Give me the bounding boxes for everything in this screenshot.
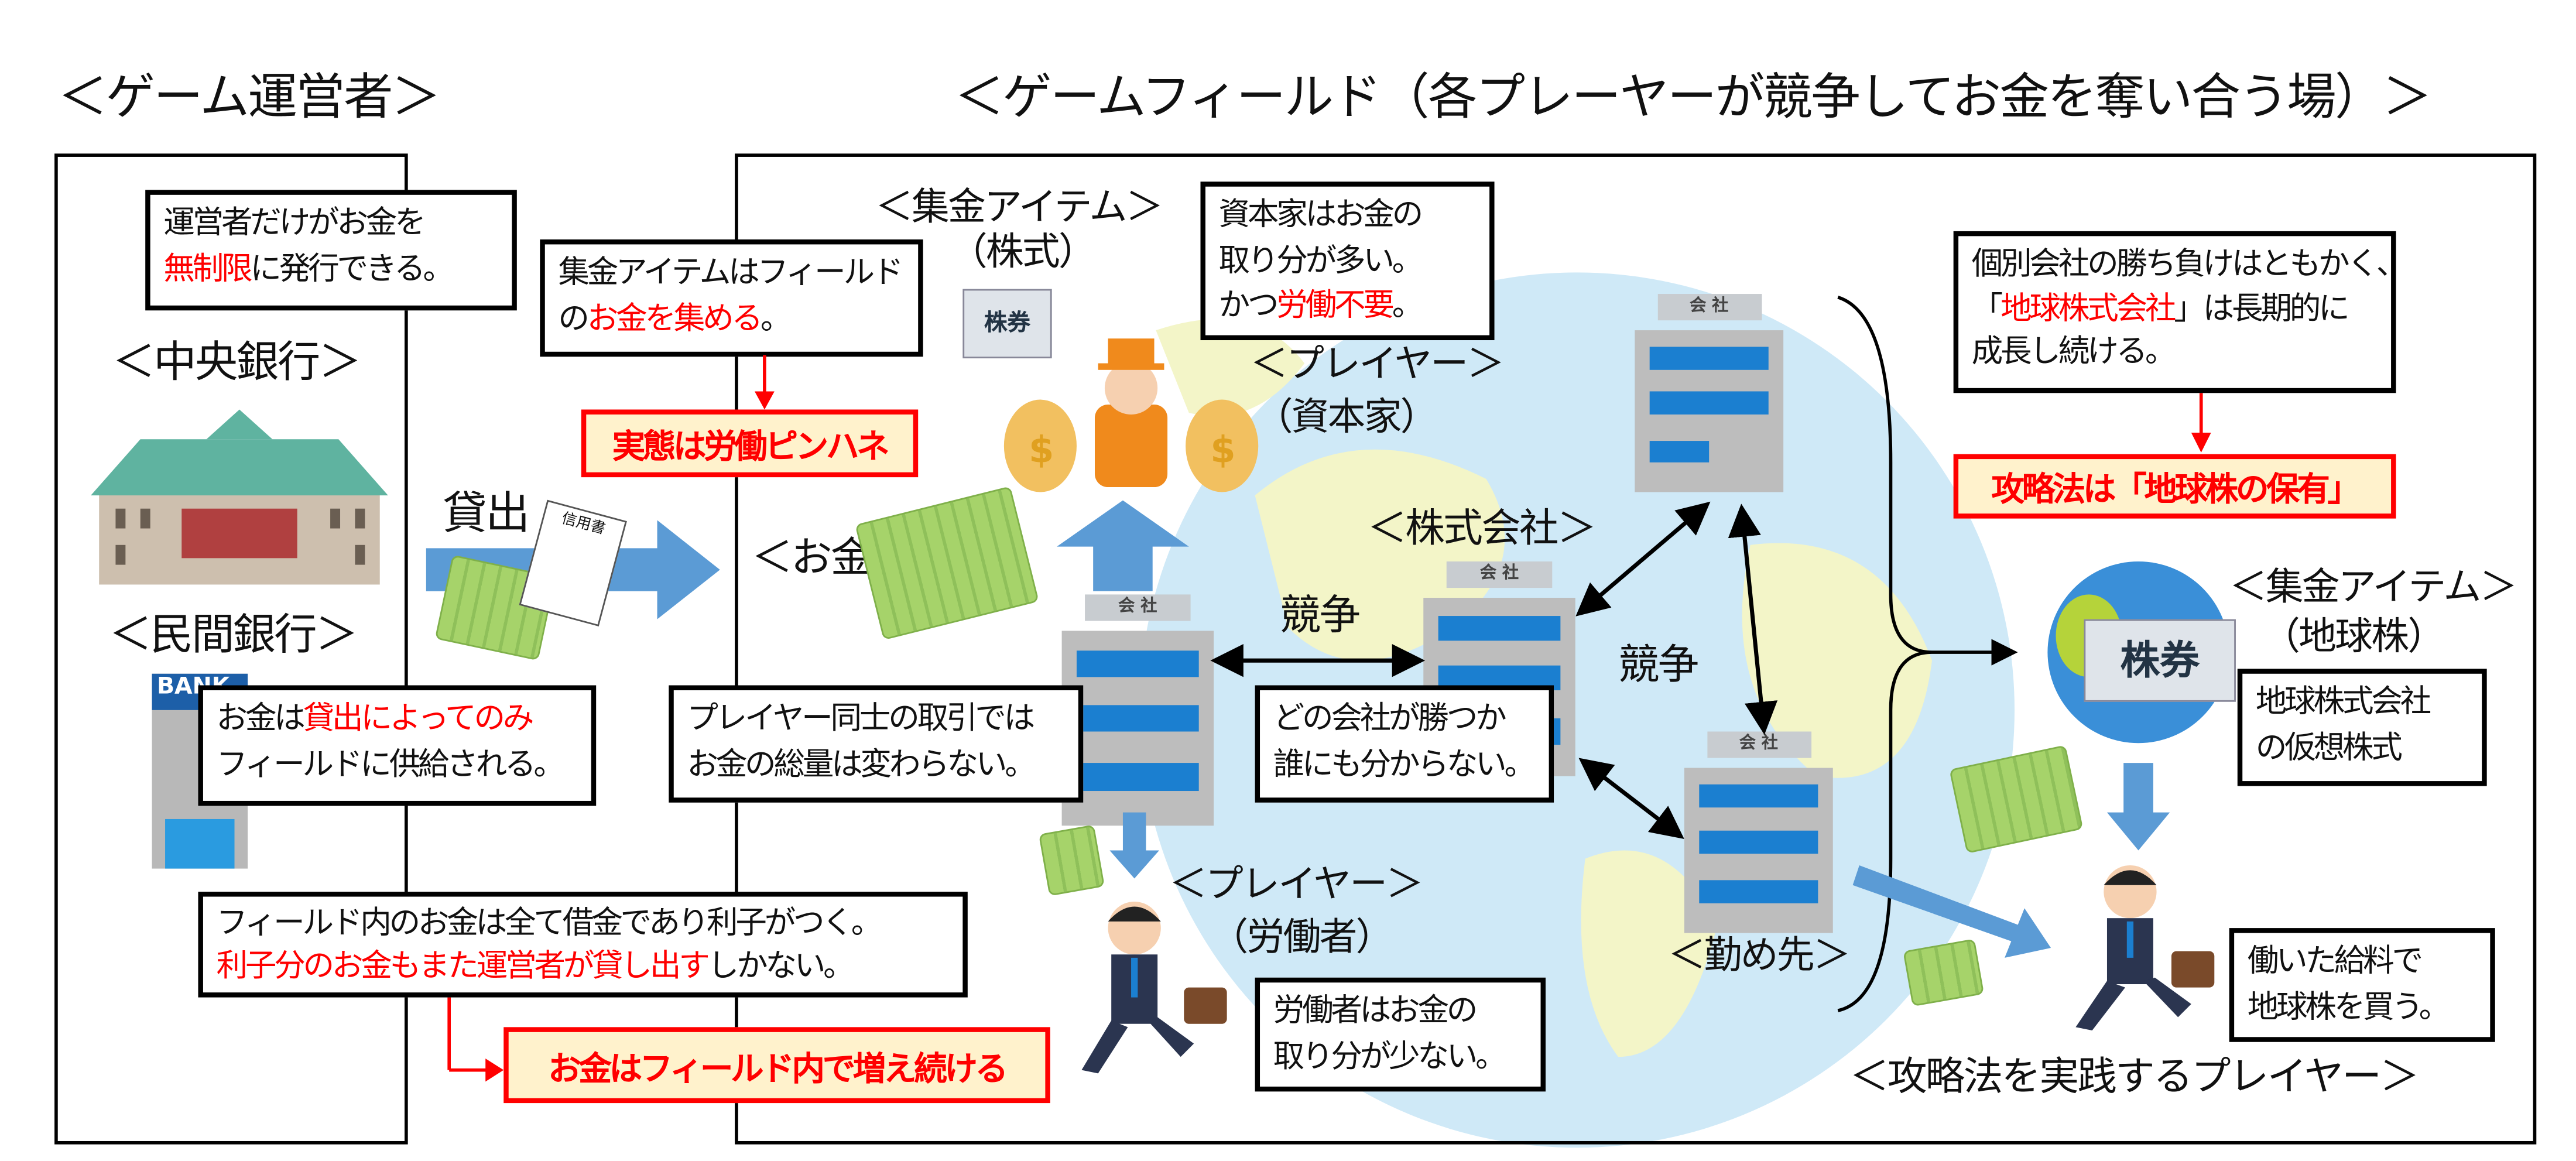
company-sign: 会 社: [1706, 731, 1811, 758]
workplace-building-icon: 会 社: [1684, 731, 1833, 933]
capitalist-note: 資本家はお金の 取り分が多い。 かつ労働不要。: [1200, 181, 1495, 341]
note-line: 資本家はお金の: [1218, 196, 1424, 233]
capitalist-icon: $$: [1003, 338, 1259, 492]
note-line: のお金を集める。: [558, 296, 905, 342]
worker-sub: （労働者）: [1210, 916, 1393, 960]
item-note: 集金アイテムはフィールド のお金を集める。: [540, 239, 923, 357]
note-line: フィールド内のお金は全て借金であり利子がつく。: [216, 905, 882, 941]
note-highlight: 無制限: [163, 250, 252, 287]
svg-text:$: $: [1210, 429, 1235, 471]
competition-label: 競争: [1618, 641, 1699, 689]
worker-label: ＜プレイヤー＞: [1169, 864, 1424, 907]
stock-certificate-icon: 株券: [962, 289, 1052, 359]
note-line: プレイヤー同士の取引では: [687, 700, 1035, 737]
note-text: に発行できる。: [250, 250, 454, 287]
note-line: お金は貸出によってのみ: [216, 697, 578, 742]
company-sign: 会 社: [1657, 294, 1762, 321]
note-line: 運営者だけがお金を: [163, 204, 426, 241]
note-line: 地球株を買う。: [2247, 988, 2451, 1025]
capitalist-sub: （資本家）: [1255, 396, 1438, 440]
note-line: どの会社が勝つか: [1273, 700, 1507, 737]
note-text: 「: [1971, 290, 2003, 327]
field-title: ＜ゲームフィールド（各プレーヤーが競争してお金を奪い合う場）＞: [954, 69, 2432, 128]
note-highlight: 利子分のお金もまた運営者が貸し出す: [216, 947, 710, 984]
note-text: の: [558, 300, 590, 337]
earth-item-sub: （地球株）: [2262, 616, 2445, 659]
note-line: 集金アイテムはフィールド: [558, 254, 903, 291]
strategy-player-label: ＜攻略法を実践するプレイヤー＞: [1849, 1053, 2420, 1100]
field-frame: [735, 153, 2537, 1145]
company-building-icon: 会 社: [1635, 294, 1784, 492]
note-line: の仮想株式: [2255, 729, 2403, 766]
exploitation-callout: 実態は労働ピンハネ: [581, 409, 919, 478]
note-line: 働いた給料で: [2247, 943, 2423, 980]
note-line: 取り分が少ない。: [1273, 1037, 1507, 1074]
winner-note: どの会社が勝つか 誰にも分からない。: [1255, 685, 1554, 803]
stock-item-label: ＜集金アイテム＞: [875, 186, 1164, 230]
operator-note: 運営者だけがお金を 無制限に発行できる。: [145, 190, 517, 311]
bank-door: [165, 818, 235, 869]
note-line: フィールドに供給される。: [216, 745, 564, 782]
workplace-label: ＜勤め先＞: [1667, 934, 1851, 978]
note-text: 」は長期的に: [2174, 290, 2349, 327]
competition-label: 競争: [1279, 591, 1361, 639]
central-bank-building-icon: [91, 409, 388, 585]
note-highlight: 貸出によってのみ: [303, 700, 535, 737]
company-label: ＜株式会社＞: [1367, 505, 1597, 552]
up-arrow-icon: [1057, 500, 1189, 591]
red-arrow-icon: [754, 355, 775, 410]
note-highlight: お金を集める: [587, 300, 763, 337]
note-line: 無制限に発行できる。: [163, 247, 499, 293]
money-growth-callout: お金はフィールド内で増え続ける: [503, 1027, 1050, 1104]
strategy-callout: 攻略法は「地球株の保有」: [1953, 454, 2396, 519]
note-line: 個別会社の勝ち負けはともかく、: [1971, 246, 2408, 283]
capitalist-label: ＜プレイヤー＞: [1250, 343, 1505, 386]
worker-icon: [1081, 901, 1227, 1074]
loan-label: 貸出: [442, 488, 530, 540]
svg-text:$: $: [1029, 429, 1054, 471]
note-line: 「地球株式会社」は長期的に: [1972, 287, 2378, 331]
note-line: 誰にも分からない。: [1273, 745, 1536, 782]
note-line: 成長し続ける。: [1971, 334, 2177, 371]
note-line: 取り分が多い。: [1218, 242, 1424, 279]
company-sign: 会 社: [1084, 594, 1191, 621]
earth-company-note: 個別会社の勝ち負けはともかく、 「地球株式会社」は長期的に 成長し続ける。: [1953, 231, 2408, 393]
note-text: 。: [1392, 287, 1424, 324]
note-highlight: 地球株式会社: [2000, 290, 2176, 327]
note-line: 労働者はお金の: [1273, 992, 1478, 1029]
company-building-icon: 会 社: [1061, 594, 1214, 826]
supply-note: お金は貸出によってのみ フィールドに供給される。: [198, 685, 597, 806]
earth-item-label: ＜集金アイテム＞: [2229, 566, 2518, 609]
note-text: 。: [760, 300, 792, 337]
operator-title: ＜ゲーム運営者＞: [57, 69, 441, 128]
trade-note: プレイヤー同士の取引では お金の総量は変わらない。: [669, 685, 1084, 803]
company-sign: 会 社: [1446, 561, 1553, 588]
note-text: かつ: [1218, 287, 1279, 324]
earth-stock-certificate-icon: 株券: [2084, 619, 2236, 702]
private-bank-label: ＜民間銀行＞: [109, 611, 358, 661]
money-icon: [1038, 824, 1105, 896]
operator-frame: [54, 153, 408, 1145]
note-line: 利子分のお金もまた運営者が貸し出すしかない。: [216, 946, 949, 988]
note-text: しかない。: [707, 947, 855, 984]
central-bank-label: ＜中央銀行＞: [112, 338, 362, 388]
debt-note: フィールド内のお金は全て借金であり利子がつく。 利子分のお金もまた運営者が貸し出…: [198, 892, 968, 998]
salary-note: 働いた給料で 地球株を買う。: [2229, 928, 2495, 1042]
note-text: お金は: [216, 700, 305, 737]
note-line: 地球株式会社: [2255, 683, 2431, 720]
strategy-player-icon: [2075, 865, 2215, 1030]
note-line: お金の総量は変わらない。: [687, 745, 1036, 782]
worker-note: 労働者はお金の 取り分が少ない。: [1255, 977, 1546, 1092]
note-line: かつ労働不要。: [1219, 284, 1477, 330]
note-highlight: 労働不要: [1276, 287, 1395, 324]
stock-item-sub: （株式）: [949, 231, 1097, 275]
earth-stock-note: 地球株式会社 の仮想株式: [2237, 669, 2487, 786]
